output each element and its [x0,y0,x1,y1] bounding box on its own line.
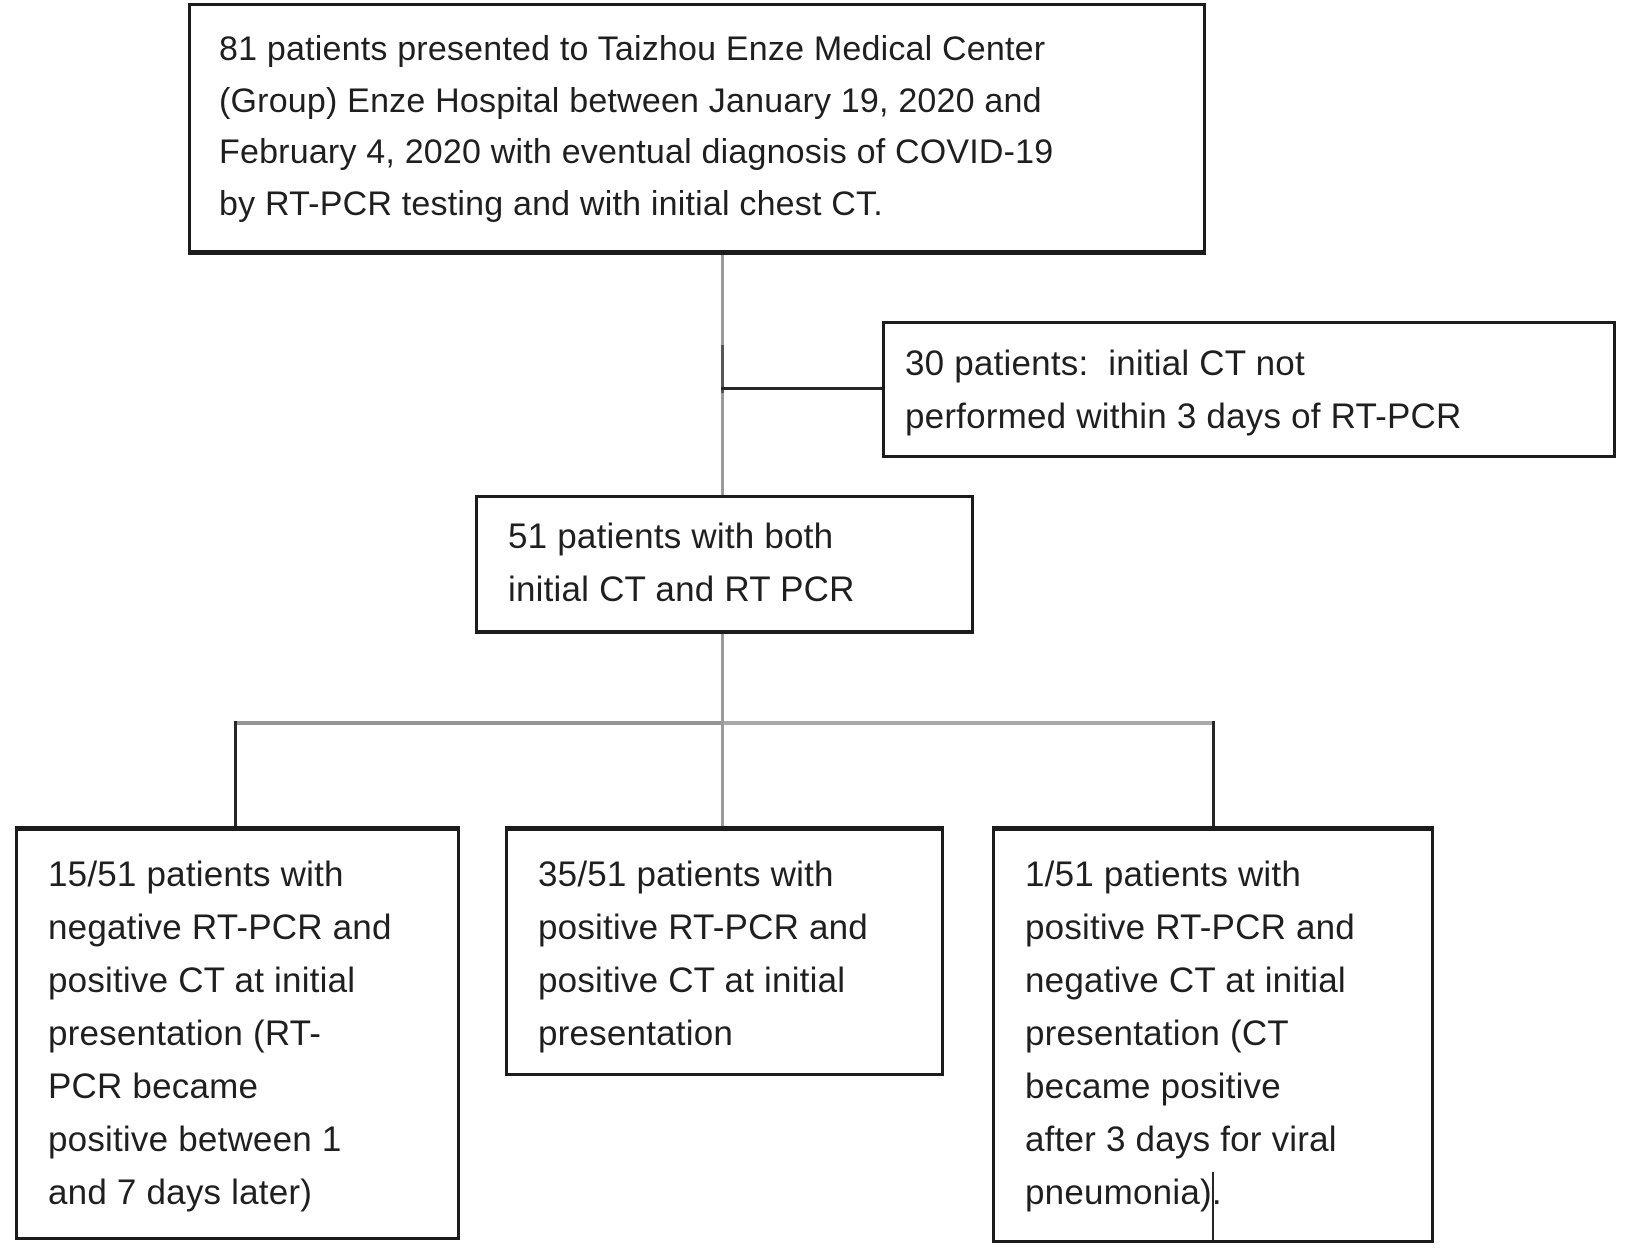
negative-pcr-positive-ct-box: 15/51 patients with negative RT-PCR and … [15,826,460,1240]
branch-horizontal-right [723,721,1215,725]
drop-to-positive-positive-box [721,721,724,826]
connector-included-to-branch [721,634,724,724]
negative-pcr-positive-ct-text: 15/51 patients with negative RT-PCR and … [48,855,392,1212]
drop-to-negative-pcr-box [234,721,237,826]
positive-pcr-positive-ct-box: 35/51 patients with positive RT-PCR and … [505,826,944,1076]
positive-pcr-positive-ct-text: 35/51 patients with positive RT-PCR and … [538,855,868,1053]
included-text: 51 patients with both initial CT and RT … [508,517,855,609]
enrollment-text: 81 patients presented to Taizhou Enze Me… [219,30,1054,223]
connector-branch-to-excluded [721,387,884,390]
positive-pcr-negative-ct-text: 1/51 patients with positive RT-PCR and n… [1025,855,1355,1212]
included-box: 51 patients with both initial CT and RT … [475,495,974,634]
connector-enrollment-dark-segment [721,345,724,393]
stray-line-through-pneumonia [1212,1172,1214,1240]
excluded-text: 30 patients: initial CT not performed wi… [905,344,1462,436]
excluded-box: 30 patients: initial CT not performed wi… [882,321,1616,458]
branch-horizontal-left [235,721,723,725]
enrollment-box: 81 patients presented to Taizhou Enze Me… [188,3,1206,255]
drop-to-positive-negative-box [1212,721,1215,826]
